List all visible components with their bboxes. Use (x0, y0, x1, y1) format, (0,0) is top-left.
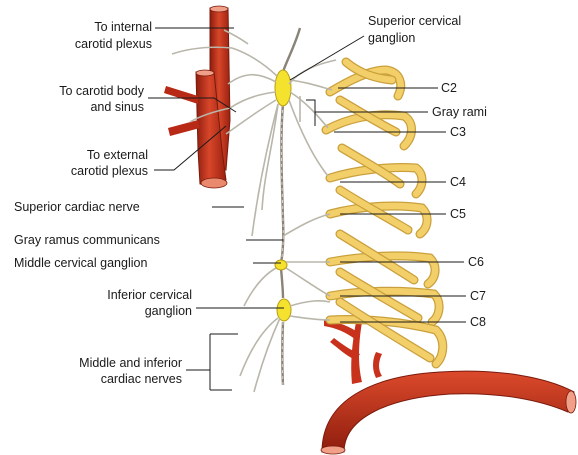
label-c3: C3 (450, 125, 466, 139)
aorta-cut (566, 391, 576, 413)
aorta (322, 371, 574, 452)
label-external-carotid-2: carotid plexus (71, 164, 148, 178)
carotid-arteries (164, 6, 230, 188)
carotid-branch-upper (164, 86, 198, 104)
label-cardiac-nerves-2: cardiac nerves (101, 372, 182, 386)
label-c2: C2 (441, 81, 457, 95)
aorta-cut-bottom (321, 446, 345, 454)
carotid-branch-lower (168, 120, 200, 136)
inferior-cervical-ganglion (277, 299, 291, 321)
label-gray-ramus-communicans: Gray ramus communicans (14, 233, 160, 247)
label-c5: C5 (450, 207, 466, 221)
aortic-arch (321, 320, 576, 454)
label-external-carotid-1: To external (87, 148, 148, 162)
label-carotid-body-1: To carotid body (59, 84, 145, 98)
label-c6: C6 (468, 255, 484, 269)
label-c8: C8 (470, 315, 486, 329)
label-inferior-cervical-ganglion-2: ganglion (145, 304, 192, 318)
external-carotid-opening (196, 70, 214, 76)
label-c4: C4 (450, 175, 466, 189)
internal-carotid-opening (210, 6, 228, 12)
label-gray-rami: Gray rami (432, 105, 487, 119)
label-c7: C7 (470, 289, 486, 303)
left-labels: To internal carotid plexus To carotid bo… (14, 20, 192, 386)
label-cardiac-nerves-1: Middle and inferior (79, 356, 182, 370)
label-internal-carotid-1: To internal (94, 20, 152, 34)
middle-cervical-ganglion (275, 260, 287, 270)
label-internal-carotid-2: carotid plexus (75, 37, 152, 51)
label-inferior-cervical-ganglion-1: Inferior cervical (107, 288, 192, 302)
label-superior-cervical-ganglion-2: ganglion (368, 31, 415, 45)
common-carotid-cut (201, 178, 227, 188)
label-superior-cardiac-nerve: Superior cardiac nerve (14, 200, 140, 214)
label-middle-cervical-ganglion: Middle cervical ganglion (14, 256, 147, 270)
subclavian-branch-2 (373, 352, 382, 378)
label-carotid-body-2: and sinus (90, 100, 144, 114)
label-superior-cervical-ganglion-1: Superior cervical (368, 14, 461, 28)
spinal-nerves (326, 62, 443, 364)
